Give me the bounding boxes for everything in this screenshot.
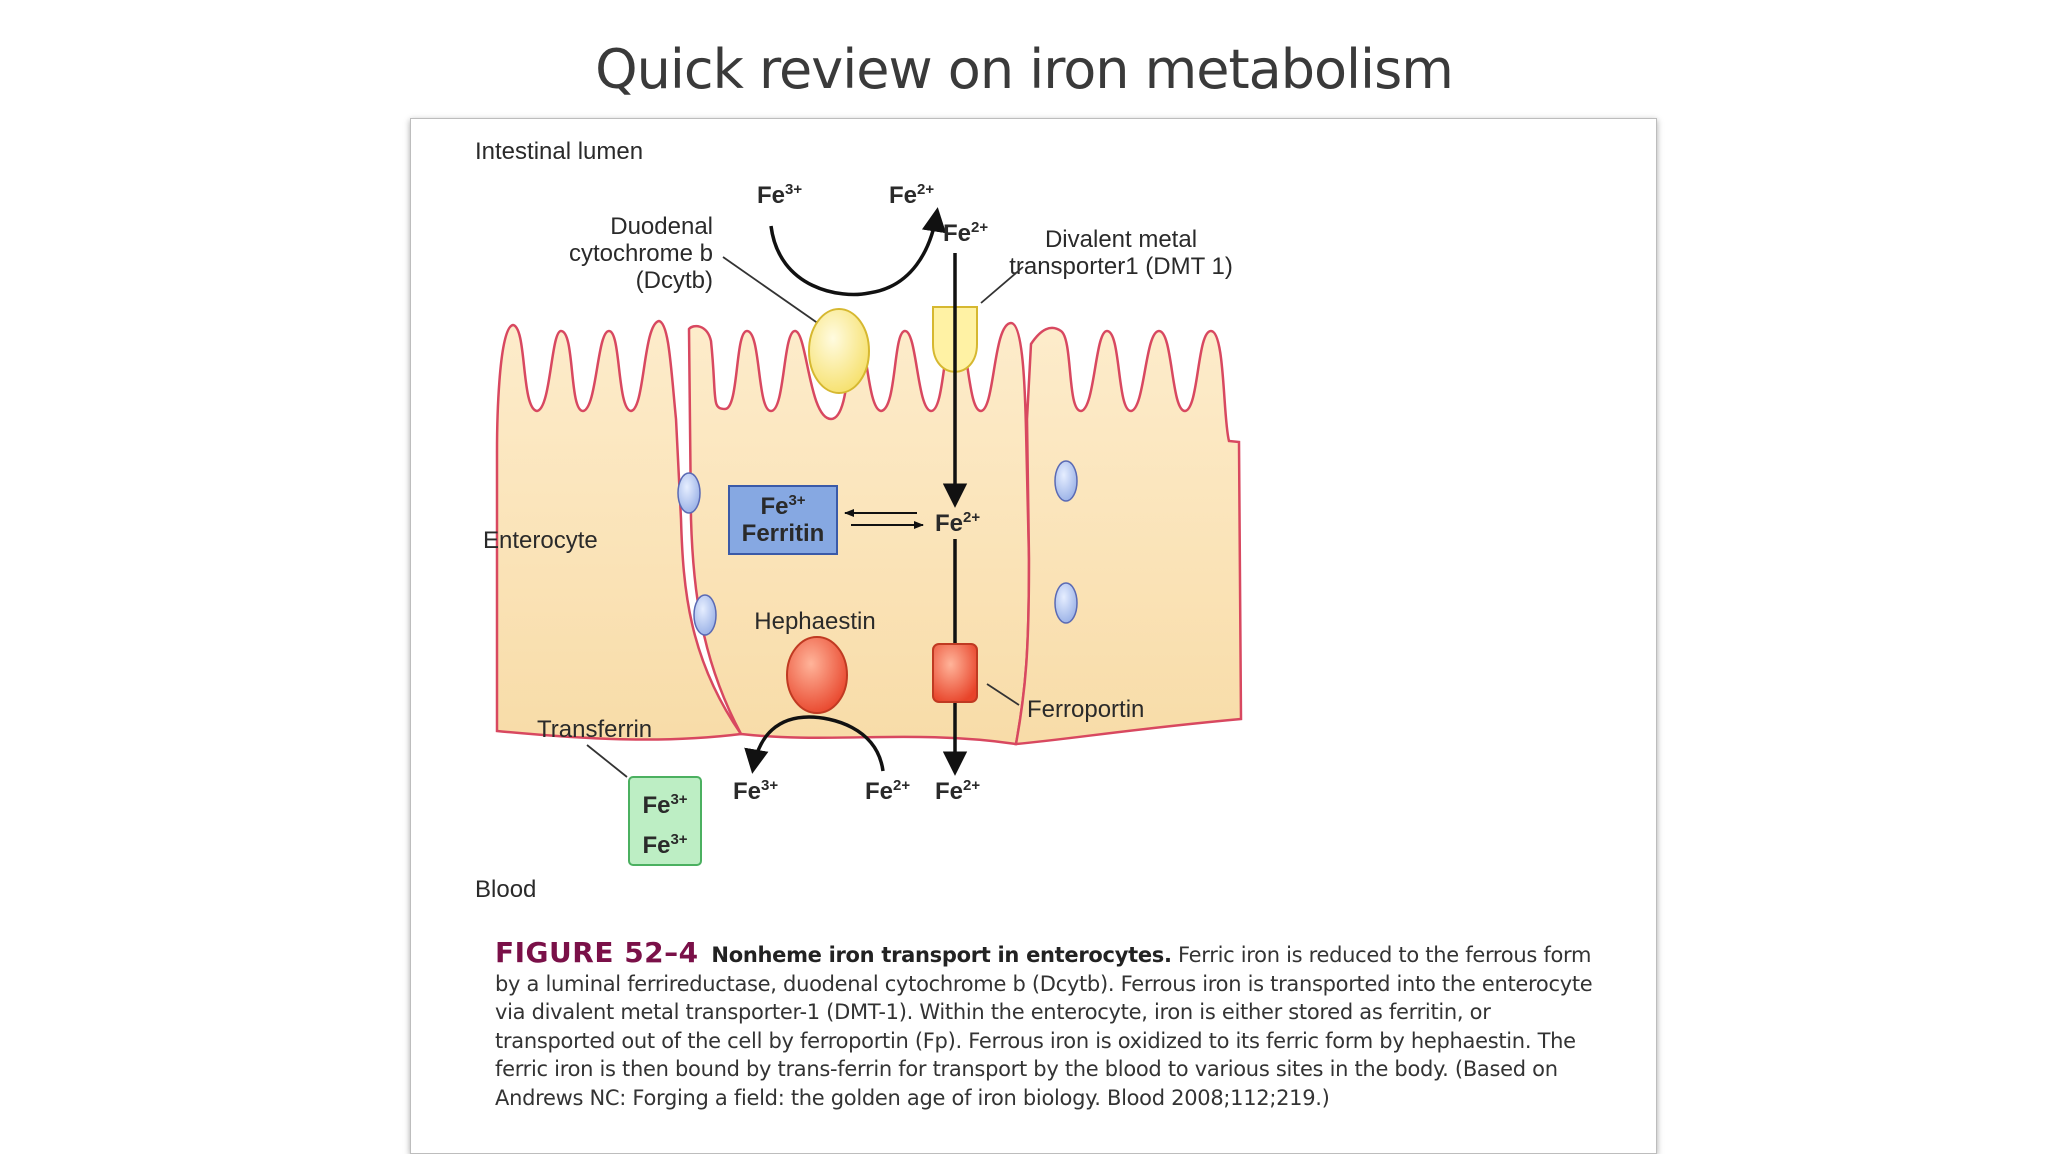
dcytb-label-line1: Duodenal <box>610 213 713 240</box>
ferritin-ion-label: Fe3+ <box>760 492 805 520</box>
figure-label: FIGURE 52–4 <box>495 936 699 969</box>
blood-fe2-ion-left: Fe2+ <box>865 777 910 805</box>
dmt1-label-line2: transporter1 (DMT 1) <box>1009 253 1233 280</box>
enterocyte-cell-left <box>495 319 744 741</box>
oxidation-arc-arrow <box>744 715 885 774</box>
hephaestin-label: Hephaestin <box>754 608 875 635</box>
transferrin-leader-line <box>586 744 628 778</box>
tight-junction-right-upper <box>1054 460 1078 502</box>
tight-junction-right-lower <box>1054 582 1078 624</box>
dcytb-leader-line <box>722 256 820 325</box>
transferrin-box <box>628 776 702 866</box>
figure-caption-body: Ferric iron is reduced to the ferrous fo… <box>495 943 1593 1110</box>
reduction-arc-arrow <box>769 207 947 297</box>
dcytb-protein <box>808 308 870 394</box>
transferrin-label: Transferrin <box>537 716 652 743</box>
lumen-fe2-ion: Fe2+ <box>889 181 934 209</box>
transferrin-fe3-ion-a: Fe3+ <box>642 791 687 819</box>
dmt1-fe2-ion: Fe2+ <box>943 219 988 247</box>
blood-fe2-ion-right: Fe2+ <box>935 777 980 805</box>
iron-transport-diagram: Intestinal lumen Enterocyte Blood Duoden… <box>475 138 1243 903</box>
dmt1-leader-line <box>980 266 1024 304</box>
lumen-fe3-ion: Fe3+ <box>757 181 802 209</box>
cell-fe2-ion: Fe2+ <box>935 509 980 537</box>
figure-panel: Intestinal lumen Enterocyte Blood Duoden… <box>410 118 1657 1154</box>
dcytb-label-line2: cytochrome b <box>569 240 713 267</box>
ferroportin-leader-line <box>986 683 1020 706</box>
ferritin-name-label: Ferritin <box>742 520 825 547</box>
figure-heading: Nonheme iron transport in enterocytes. <box>711 943 1172 967</box>
ferroportin-protein <box>932 643 978 703</box>
blood-fe3-ion: Fe3+ <box>733 777 778 805</box>
intestinal-lumen-label: Intestinal lumen <box>475 138 643 165</box>
tight-junction-left-upper <box>677 472 701 514</box>
ferroportin-label: Ferroportin <box>1027 696 1144 723</box>
figure-caption: FIGURE 52–4 Nonheme iron transport in en… <box>495 936 1605 1112</box>
tight-junction-left-lower <box>693 594 717 636</box>
enterocyte-label: Enterocyte <box>483 527 598 554</box>
ferritin-box <box>728 485 838 555</box>
transferrin-fe3-ion-b: Fe3+ <box>642 831 687 859</box>
enterocyte-cell-right <box>1014 326 1243 746</box>
dmt1-label-line1: Divalent metal <box>1045 226 1197 253</box>
slide-title: Quick review on iron metabolism <box>595 38 1454 101</box>
dcytb-label-line3: (Dcytb) <box>636 267 713 294</box>
blood-label: Blood <box>475 876 536 903</box>
hephaestin-protein <box>786 636 848 714</box>
